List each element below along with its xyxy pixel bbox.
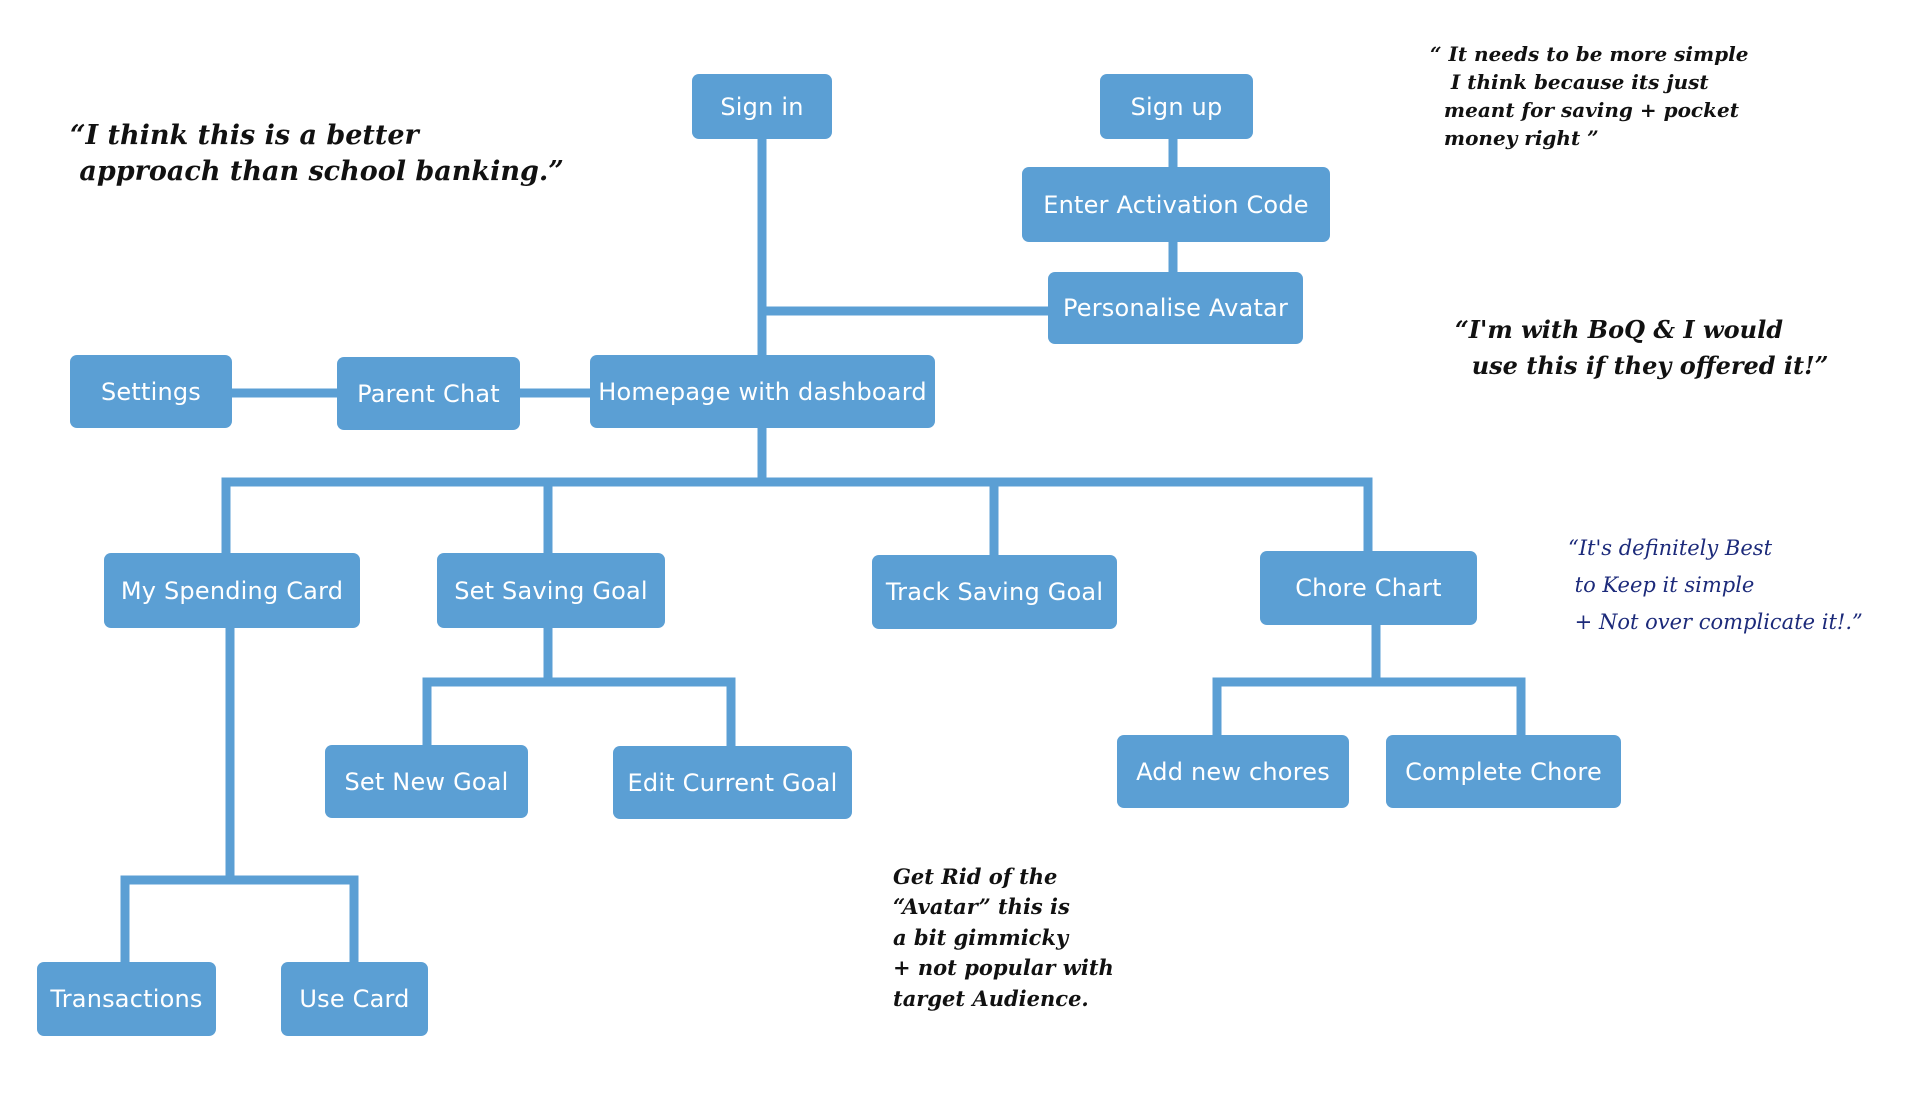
transactions-node: Transactions (37, 962, 216, 1036)
my-spending-card-node: My Spending Card (104, 553, 360, 628)
enter-activation-code-node: Enter Activation Code (1022, 167, 1330, 242)
handwritten-note-avatar: Get Rid of the “Avatar” this is a bit gi… (893, 864, 1114, 1011)
parent-chat-node: Parent Chat (337, 357, 520, 430)
handwritten-note-school-banking: “I think this is a better approach than … (70, 120, 564, 188)
edit-current-goal-node: Edit Current Goal (613, 746, 852, 819)
complete-chore-node: Complete Chore (1386, 735, 1621, 808)
chore-chart-node: Chore Chart (1260, 551, 1477, 625)
settings-node: Settings (70, 355, 232, 428)
set-saving-goal-node: Set Saving Goal (437, 553, 665, 628)
sign-in-node: Sign in (692, 74, 832, 139)
sign-up-node: Sign up (1100, 74, 1253, 139)
handwritten-note-more-simple: “ It needs to be more simple I think bec… (1430, 42, 1749, 150)
handwritten-note-boq: “I'm with BoQ & I would use this if they… (1455, 315, 1829, 380)
personalise-avatar-node: Personalise Avatar (1048, 272, 1303, 344)
set-new-goal-node: Set New Goal (325, 745, 528, 818)
handwritten-note-keep-simple: “It's definitely Best to Keep it simple … (1568, 536, 1863, 634)
use-card-node: Use Card (281, 962, 428, 1036)
track-saving-goal-node: Track Saving Goal (872, 555, 1117, 629)
add-new-chores-node: Add new chores (1117, 735, 1349, 808)
homepage-node: Homepage with dashboard (590, 355, 935, 428)
